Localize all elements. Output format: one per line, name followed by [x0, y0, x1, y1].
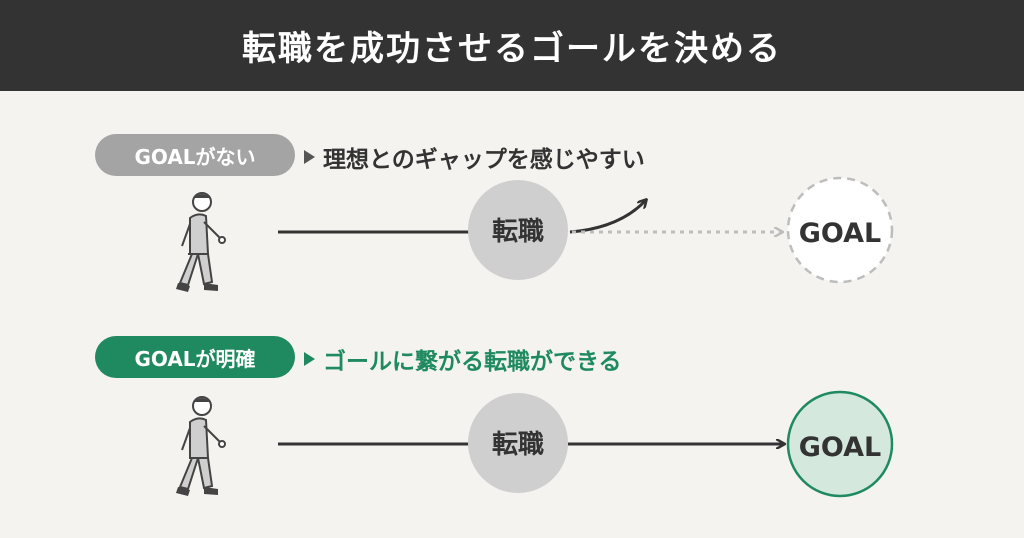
caption-no-goal-text: 理想とのギャップを感じやすい: [323, 147, 645, 173]
triangle-right-icon: [304, 352, 315, 366]
goal-label-clear: GOAL: [799, 432, 882, 463]
caption-clear-goal: ゴールに繋がる転職ができる: [304, 342, 622, 376]
goal-label-unclear: GOAL: [799, 218, 882, 249]
page-title: 転職を成功させるゴールを決める: [242, 29, 782, 69]
career-change-node: [468, 180, 568, 280]
deviating-arrow: [569, 200, 646, 234]
badge-clear-goal: GOALが明確: [95, 336, 295, 378]
career-change-node: [468, 393, 568, 493]
caption-clear-goal-text: ゴールに繋がる転職ができる: [323, 349, 622, 375]
walking-person-icon: [176, 396, 226, 496]
career-change-label: 転職: [492, 430, 544, 460]
goal-circle-clear: [786, 390, 894, 498]
header-bar: 転職を成功させるゴールを決める: [0, 0, 1024, 91]
triangle-right-icon: [304, 150, 315, 164]
goal-circle-unclear: [786, 176, 894, 284]
walking-person-icon: [176, 192, 226, 292]
badge-no-goal: GOALがない: [95, 134, 295, 176]
caption-no-goal: 理想とのギャップを感じやすい: [304, 140, 645, 174]
career-change-label: 転職: [492, 217, 544, 247]
